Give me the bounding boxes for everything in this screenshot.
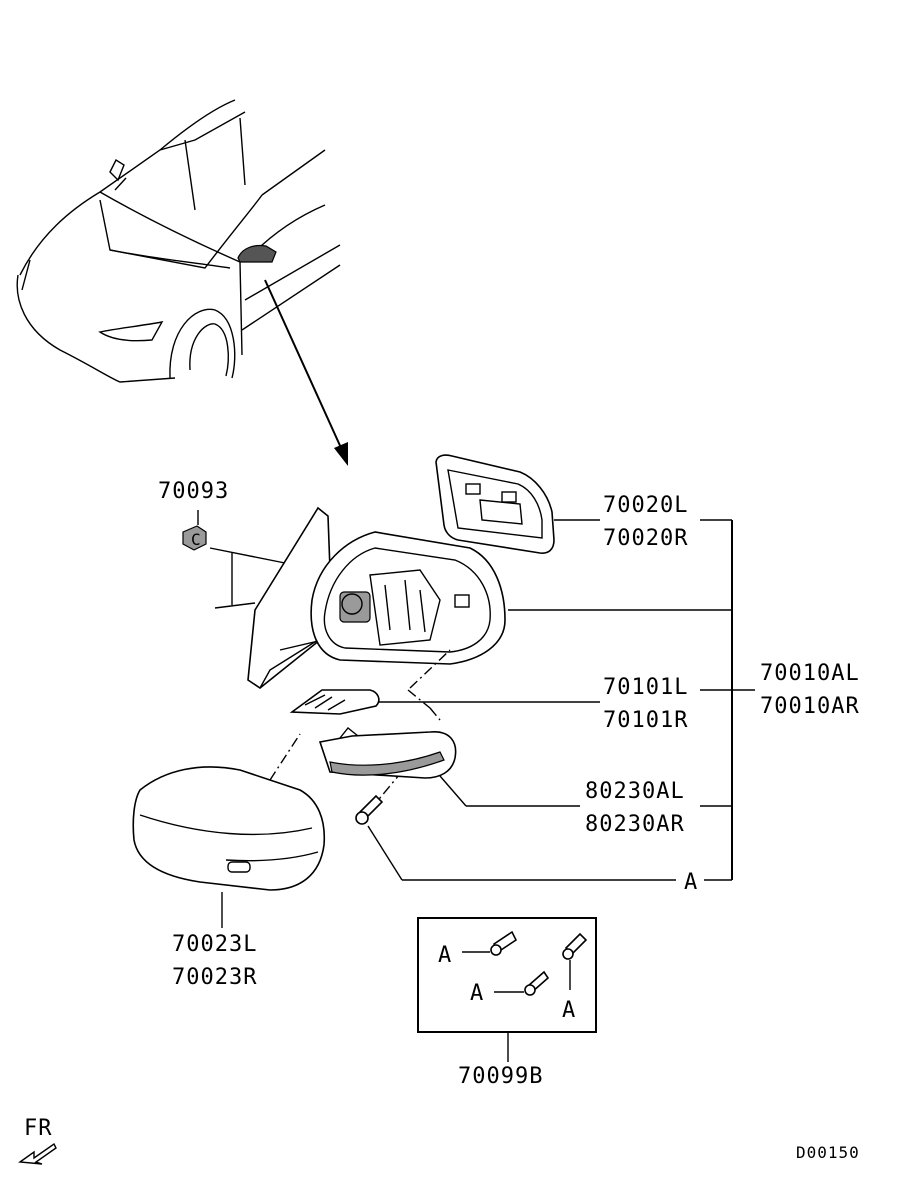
nut-70093: C [182,525,207,551]
car-outline-illustration [16,99,341,383]
screw-a [355,794,384,825]
label-70099B: 70099B [458,1064,543,1089]
label-70010AL: 70010AL [760,661,860,686]
mirror-housing-assembly [310,531,506,665]
label-70101L: 70101L [603,675,688,700]
mirror-cover-70023 [132,766,326,891]
label-80230AR: 80230AR [585,812,685,837]
label-70010AR: 70010AR [760,694,860,719]
label-70093: 70093 [158,479,229,504]
direction-arrow [264,279,348,466]
diagram-code: D00150 [796,1143,860,1162]
mirror-glass-70020 [435,454,555,554]
label-70023L: 70023L [172,932,257,957]
nut-mark: C [191,530,202,549]
kit-label-a3: A [562,998,576,1023]
label-70020L: 70020L [603,493,688,518]
kit-label-a2: A [470,981,484,1006]
label-ref-a: A [684,870,698,895]
lower-cover-70101 [289,689,380,715]
label-70020R: 70020R [603,526,688,551]
label-fr: FR [24,1116,53,1141]
screw-kit-box-70099b: A A A [417,917,597,1033]
turn-signal-lamp-80230 [318,727,457,779]
kit-label-a1: A [438,943,452,968]
label-80230AL: 80230AL [585,779,685,804]
label-70101R: 70101R [603,708,688,733]
front-direction-indicator: FR [18,1116,57,1165]
label-70023R: 70023R [172,965,257,990]
